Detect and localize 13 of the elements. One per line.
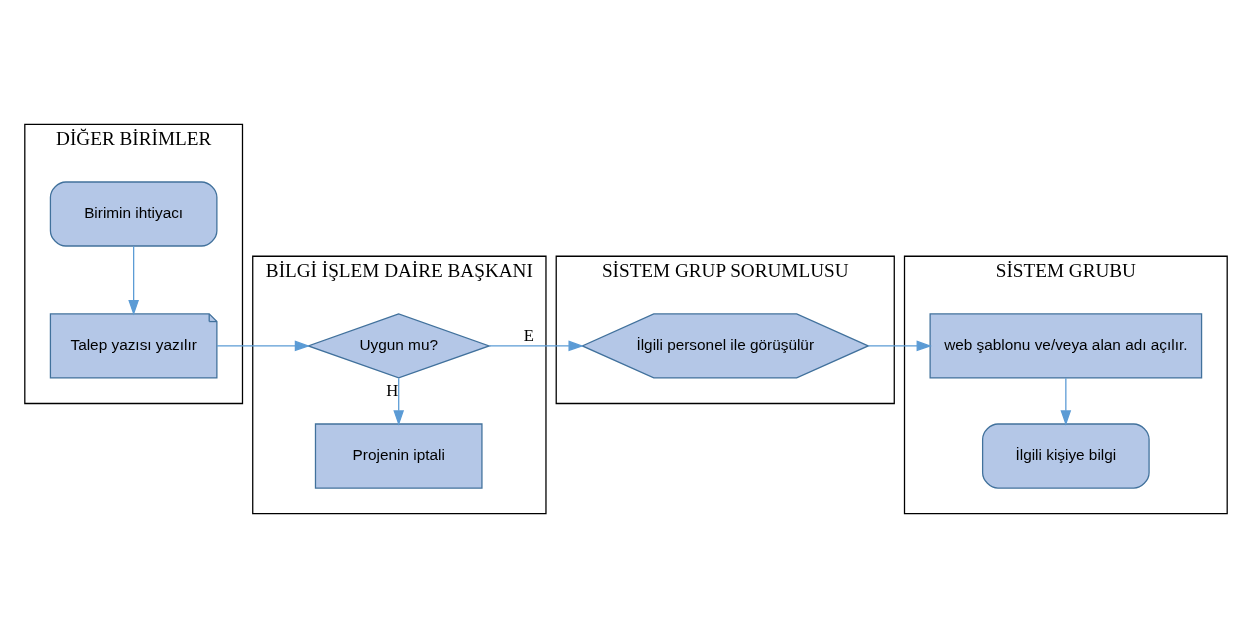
node-box: Birimin ihtiyacı (49, 181, 218, 247)
arrow (1060, 377, 1072, 426)
edge-label: H (386, 381, 399, 401)
arrow (216, 340, 311, 352)
arrow (488, 340, 584, 352)
node-diamond: Uygun mu? (306, 313, 492, 379)
arrow (128, 245, 140, 316)
node-box: web şablonu ve/veya alan adı açılır. (929, 313, 1203, 379)
arrow (867, 340, 932, 352)
node-box: İlgili kişiye bilgi (982, 423, 1150, 489)
edge-label: E (523, 326, 534, 346)
arrow (393, 377, 405, 426)
node-box: Projenin iptali (314, 423, 483, 489)
